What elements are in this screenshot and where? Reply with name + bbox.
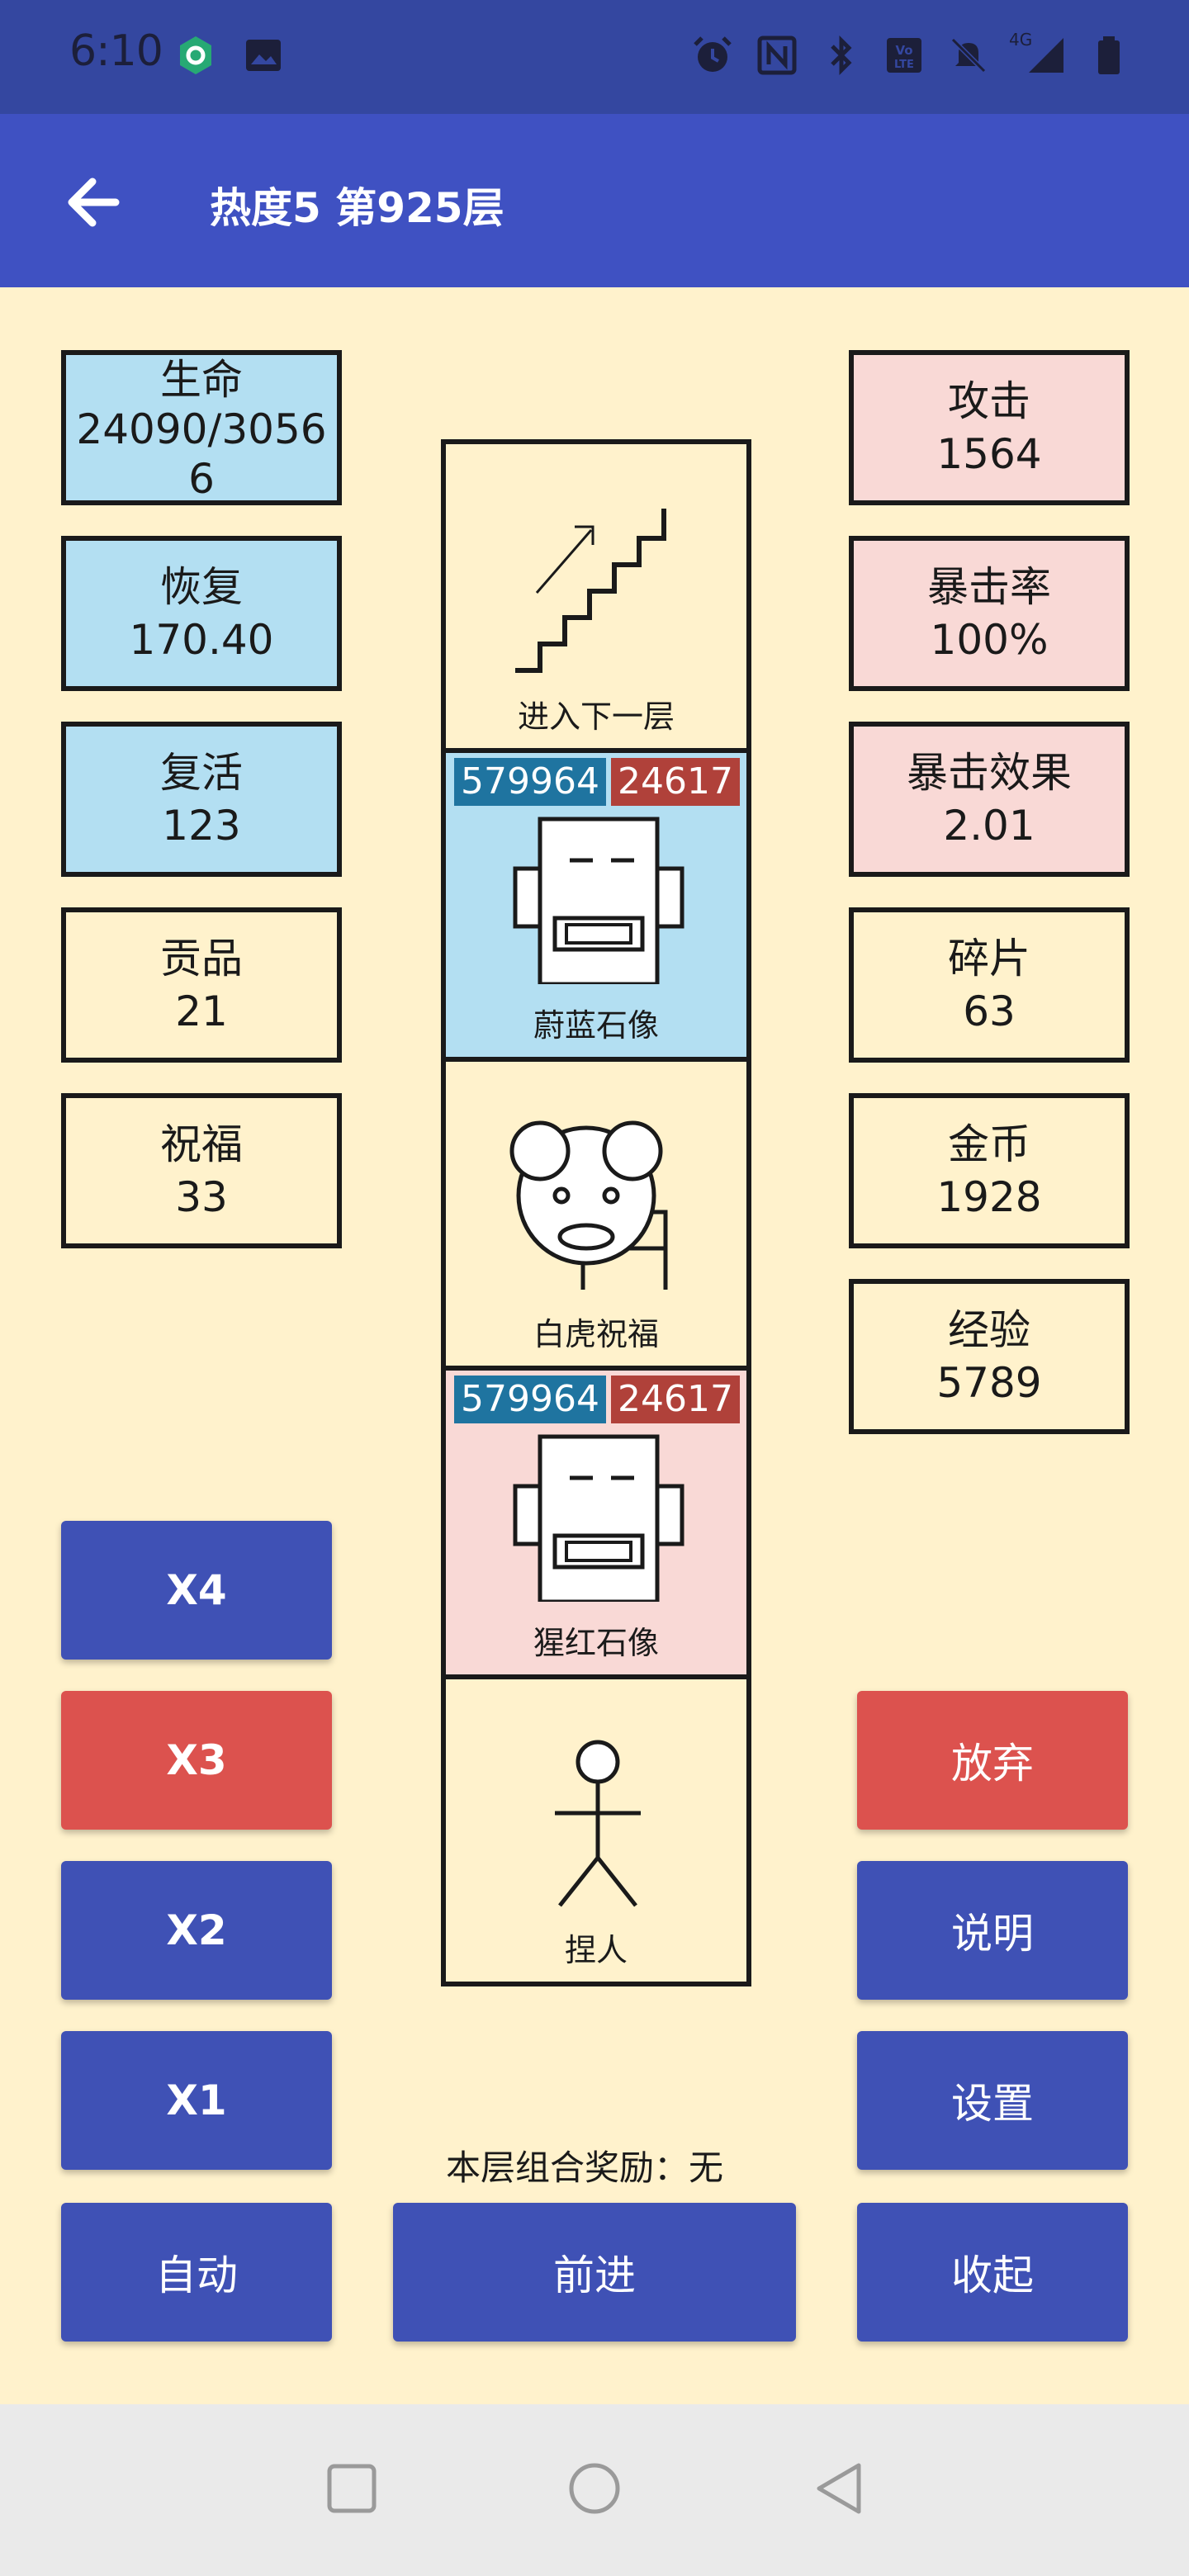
svg-text:Vo: Vo — [895, 43, 912, 58]
cell-caption: 猩红石像 — [533, 1625, 659, 1661]
stat-label: 生命 — [160, 356, 243, 404]
cell-caption: 进入下一层 — [517, 698, 675, 735]
stat-value: 123 — [162, 802, 241, 850]
tower-cell-tiger-blessing[interactable]: 白虎祝福 — [441, 1057, 751, 1371]
stat-value: 63 — [963, 987, 1016, 1035]
tower-cell-red-statue[interactable]: 579964 24617 猩红石像 — [441, 1366, 751, 1679]
stat-value: 1928 — [936, 1173, 1042, 1221]
stat-crit-damage: 暴击效果 2.01 — [849, 722, 1130, 877]
bluetooth-icon — [831, 35, 852, 76]
navigation-bar — [0, 2404, 1189, 2576]
stat-shards: 碎片 63 — [849, 907, 1130, 1063]
square-icon[interactable] — [325, 2462, 378, 2515]
notification-app-icon — [180, 36, 211, 74]
signal-icon — [1029, 38, 1063, 73]
give-up-button[interactable]: 放弃 — [857, 1691, 1128, 1830]
stat-label: 碎片 — [948, 935, 1030, 983]
stat-value: 21 — [175, 987, 228, 1035]
speed-x3-button[interactable]: X3 — [61, 1691, 332, 1830]
speed-x1-button[interactable]: X1 — [61, 2031, 332, 2170]
tower-cell-stairs[interactable]: 进入下一层 — [441, 439, 751, 753]
settings-button[interactable]: 设置 — [857, 2031, 1128, 2170]
enemy-hp-badge: 579964 — [454, 1376, 606, 1423]
statue-icon — [513, 1434, 685, 1602]
speed-x4-button[interactable]: X4 — [61, 1521, 332, 1660]
stairs-icon — [515, 509, 666, 673]
stat-label: 经验 — [948, 1306, 1030, 1354]
stat-value: 1564 — [936, 430, 1042, 478]
mute-icon — [950, 37, 987, 73]
stat-value: 33 — [175, 1173, 228, 1221]
app-bar — [0, 114, 1189, 287]
tower-cell-player[interactable]: 捏人 — [441, 1674, 751, 1986]
stat-label: 祝福 — [160, 1120, 243, 1168]
stat-regen: 恢复 170.40 — [61, 536, 342, 691]
stat-value: 5789 — [936, 1359, 1042, 1407]
combo-reward-text: 本层组合奖励：无 — [446, 2147, 724, 2188]
network-type: 4G — [1009, 30, 1033, 50]
stat-tribute: 贡品 21 — [61, 907, 342, 1063]
circle-icon[interactable] — [566, 2460, 623, 2517]
battery-icon — [1098, 36, 1120, 74]
stat-revive: 复活 123 — [61, 722, 342, 877]
cell-caption: 白虎祝福 — [533, 1316, 659, 1352]
stat-label: 暴击率 — [927, 563, 1051, 611]
tower-cell-blue-statue[interactable]: 579964 24617 蔚蓝石像 — [441, 748, 751, 1062]
forward-button[interactable]: 前进 — [393, 2203, 796, 2342]
arrow-left-icon[interactable] — [58, 165, 132, 239]
help-button[interactable]: 说明 — [857, 1861, 1128, 2000]
stat-value: 2.01 — [943, 802, 1035, 850]
stat-crit-rate: 暴击率 100% — [849, 536, 1130, 691]
collapse-button[interactable]: 收起 — [857, 2203, 1128, 2342]
page-title: 热度5 第925层 — [210, 184, 504, 232]
image-icon — [246, 40, 281, 71]
stick-figure-icon — [555, 1740, 641, 1907]
enemy-attack-badge: 24617 — [611, 1376, 740, 1423]
stat-gold: 金币 1928 — [849, 1093, 1130, 1248]
enemy-attack-badge: 24617 — [611, 758, 740, 806]
stat-label: 金币 — [948, 1120, 1030, 1168]
status-time: 6:10 — [69, 26, 163, 76]
cell-caption: 捏人 — [564, 1932, 628, 1968]
speed-x2-button[interactable]: X2 — [61, 1861, 332, 2000]
stat-label: 攻击 — [948, 377, 1030, 425]
stat-value: 100% — [930, 616, 1049, 664]
cell-caption: 蔚蓝石像 — [533, 1007, 659, 1044]
stat-label: 暴击效果 — [907, 749, 1072, 797]
stat-value: 170.40 — [129, 616, 274, 664]
stat-label: 复活 — [160, 749, 243, 797]
statue-icon — [513, 817, 685, 984]
triangle-back-icon[interactable] — [811, 2460, 867, 2517]
auto-button[interactable]: 自动 — [61, 2203, 332, 2342]
enemy-hp-badge: 579964 — [454, 758, 606, 806]
alarm-icon — [694, 36, 732, 72]
tiger-icon — [509, 1120, 668, 1290]
stat-exp: 经验 5789 — [849, 1279, 1130, 1434]
volte-icon: Vo LTE — [887, 38, 921, 73]
stat-value: 24090/30566 — [76, 405, 327, 503]
stat-blessing: 祝福 33 — [61, 1093, 342, 1248]
nfc-icon — [757, 36, 797, 75]
stat-label: 恢复 — [160, 563, 243, 611]
stat-label: 贡品 — [160, 935, 243, 983]
stat-hp: 生命 24090/30566 — [61, 350, 342, 505]
svg-text:LTE: LTE — [894, 59, 914, 71]
stat-attack: 攻击 1564 — [849, 350, 1130, 505]
